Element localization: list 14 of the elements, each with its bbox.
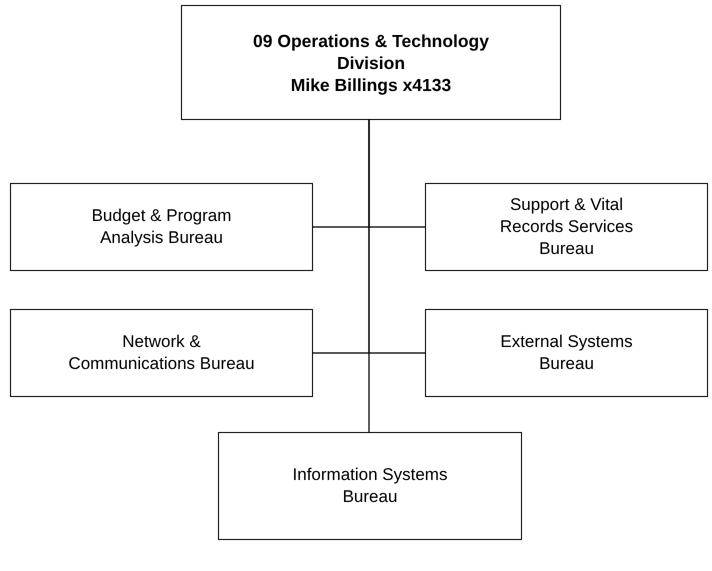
unit-name: Network & Communications Bureau	[67, 331, 256, 375]
unit-name: Support & Vital Records Services Bureau	[498, 194, 634, 260]
manager-name: Mike Billings x4133	[290, 74, 452, 96]
unit-name: 09 Operations & Technology Division	[252, 30, 490, 74]
org-box	[218, 432, 522, 540]
unit-name: External Systems Bureau	[499, 331, 634, 375]
org-box	[425, 183, 708, 271]
org-box	[425, 309, 708, 397]
unit-name: Information Systems Bureau	[292, 464, 448, 508]
unit-name: Budget & Program Analysis Bureau	[90, 205, 232, 249]
connector-line	[368, 120, 370, 432]
org-box	[10, 183, 313, 271]
org-box	[10, 309, 313, 397]
org-box	[181, 5, 561, 120]
